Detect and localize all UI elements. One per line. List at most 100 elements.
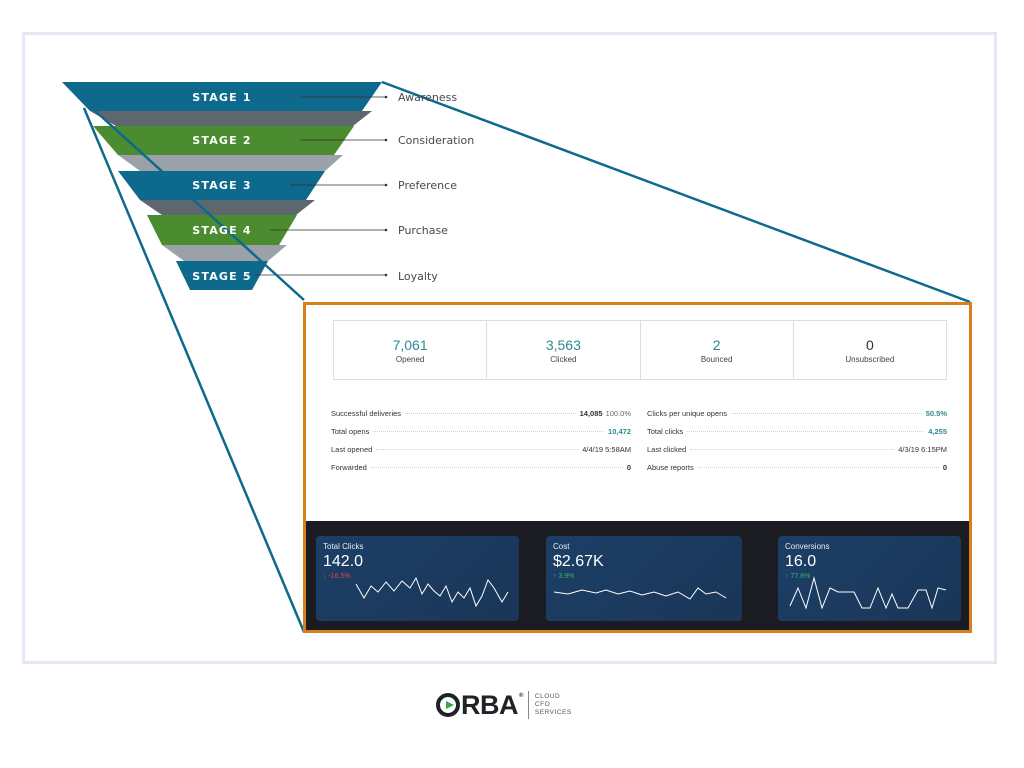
- stat-row: Successful deliveries 14,085 100.0%: [331, 409, 631, 427]
- stat-label: Abuse reports: [647, 463, 694, 472]
- dot-leader: [687, 431, 925, 432]
- kpi-value: 3,563: [545, 337, 581, 353]
- logo-divider: [527, 691, 529, 719]
- stat-label: Total opens: [331, 427, 370, 436]
- card-delta: ↓ -16.5%: [323, 573, 351, 580]
- dot-leader: [370, 467, 623, 468]
- stage-4-name: Purchase: [398, 224, 448, 237]
- stat-label: Clicks per unique opens: [647, 409, 728, 418]
- logo-wordmark: RBA ®: [436, 690, 523, 721]
- dot-leader: [405, 413, 576, 414]
- leader-dot: [384, 138, 388, 142]
- kpi-value: 0: [865, 337, 874, 353]
- funnel-connector: [118, 155, 343, 171]
- logo-sub-line: CFO: [534, 701, 551, 708]
- stat-label: Last clicked: [647, 445, 687, 454]
- stat-value: 14,085: [579, 409, 603, 418]
- stage-4-label: STAGE 4: [192, 224, 252, 237]
- stat-row: Last opened 4/4/19 5:58AM: [331, 445, 631, 463]
- stage-2-label: STAGE 2: [192, 134, 252, 147]
- stat-row: Total opens 10,472: [331, 427, 631, 445]
- kpi-label: Unsubscribed: [845, 355, 895, 364]
- kpi-bounced: 2 Bounced: [641, 321, 794, 379]
- dot-leader: [373, 431, 605, 432]
- stage-5-label: STAGE 5: [192, 270, 252, 283]
- stat-label: Successful deliveries: [331, 409, 402, 418]
- stat-label: Total clicks: [647, 427, 684, 436]
- kpi-label: Bounced: [700, 355, 733, 364]
- logo-sub-line: CLOUD: [534, 693, 561, 700]
- stage-5-shape: [176, 261, 268, 290]
- card-conversions[interactable]: Conversions 16.0 ↑ 77.8%: [778, 536, 961, 621]
- card-title: Total Clicks: [323, 542, 364, 551]
- ads-dashboard: Total Clicks 142.0 ↓ -16.5% Cost $2.67K …: [306, 521, 969, 630]
- stat-label: Forwarded: [331, 463, 367, 472]
- card-value: 16.0: [785, 553, 817, 570]
- sparkline: [553, 587, 727, 600]
- logo-subtitle: CLOUD CFO SERVICES: [535, 693, 572, 717]
- funnel-connector: [90, 111, 372, 126]
- stage-4-shape: [147, 215, 297, 245]
- card-cost[interactable]: Cost $2.67K ↑ 3.9%: [546, 536, 742, 621]
- zoom-line: [91, 107, 305, 301]
- email-report-panel: 7,061 Opened 3,563 Clicked 2 Bounced 0 U…: [303, 302, 972, 633]
- stage-1-name: Awareness: [398, 91, 458, 104]
- kpi-value: 7,061: [392, 337, 428, 353]
- stat-row: Clicks per unique opens 50.5%: [647, 409, 947, 427]
- zoom-line: [82, 107, 306, 633]
- stage-3-label: STAGE 3: [192, 179, 252, 192]
- kpi-row: 7,061 Opened 3,563 Clicked 2 Bounced 0 U…: [333, 320, 947, 380]
- leader-dot: [384, 183, 388, 187]
- card-total-clicks[interactable]: Total Clicks 142.0 ↓ -16.5%: [316, 536, 519, 621]
- card-value: $2.67K: [553, 553, 604, 570]
- leader-dot: [384, 273, 388, 277]
- right-stats: Clicks per unique opens 50.5% Total clic…: [647, 409, 947, 481]
- logo-brand: RBA: [461, 689, 519, 720]
- sparkline: [789, 576, 947, 610]
- stage-5-name: Loyalty: [398, 270, 438, 283]
- stat-row: Forwarded 0: [331, 463, 631, 481]
- card-delta: ↑ 77.8%: [785, 573, 811, 580]
- kpi-clicked: 3,563 Clicked: [487, 321, 641, 379]
- stat-value: 0: [942, 463, 947, 472]
- dot-leader: [690, 449, 895, 450]
- card-title: Conversions: [785, 542, 830, 551]
- card-title: Cost: [553, 542, 570, 551]
- stat-percent: 100.0%: [605, 409, 631, 418]
- stage-2-name: Consideration: [398, 134, 475, 147]
- kpi-label: Opened: [395, 355, 425, 364]
- stage-2-shape: [93, 126, 354, 155]
- logo-play-icon: [436, 693, 460, 717]
- stat-value[interactable]: 4,255: [928, 427, 947, 436]
- funnel-connector: [162, 245, 287, 261]
- leader-dot: [384, 95, 388, 99]
- sparkline: [355, 576, 509, 608]
- stat-label: Last opened: [331, 445, 373, 454]
- leader-dot: [384, 228, 388, 232]
- stat-row: Total clicks 4,255: [647, 427, 947, 445]
- dot-leader: [731, 413, 922, 414]
- stage-3-name: Preference: [398, 179, 457, 192]
- stat-value[interactable]: 10,472: [608, 427, 631, 436]
- kpi-unsubscribed: 0 Unsubscribed: [794, 321, 946, 379]
- zoom-line: [381, 80, 971, 304]
- stat-value: 4/3/19 6:15PM: [898, 445, 947, 454]
- dot-leader: [376, 449, 579, 450]
- card-delta: ↑ 3.9%: [553, 573, 575, 580]
- stage-1-shape: [62, 82, 382, 111]
- dot-leader: [697, 467, 939, 468]
- orba-logo: RBA ® CLOUD CFO SERVICES: [436, 688, 572, 722]
- kpi-label: Clicked: [550, 355, 577, 364]
- left-stats: Successful deliveries 14,085 100.0% Tota…: [331, 409, 631, 481]
- stat-value: 50.5%: [925, 409, 947, 418]
- kpi-value: 2: [712, 337, 721, 353]
- stat-row: Last clicked 4/3/19 6:15PM: [647, 445, 947, 463]
- stat-value: 4/4/19 5:58AM: [582, 445, 631, 454]
- stat-value: 0: [626, 463, 631, 472]
- stat-row: Abuse reports 0: [647, 463, 947, 481]
- funnel-connector: [140, 200, 315, 215]
- logo-sub-line: SERVICES: [534, 709, 572, 716]
- logo-registered-mark: ®: [519, 693, 523, 699]
- kpi-opened: 7,061 Opened: [334, 321, 488, 379]
